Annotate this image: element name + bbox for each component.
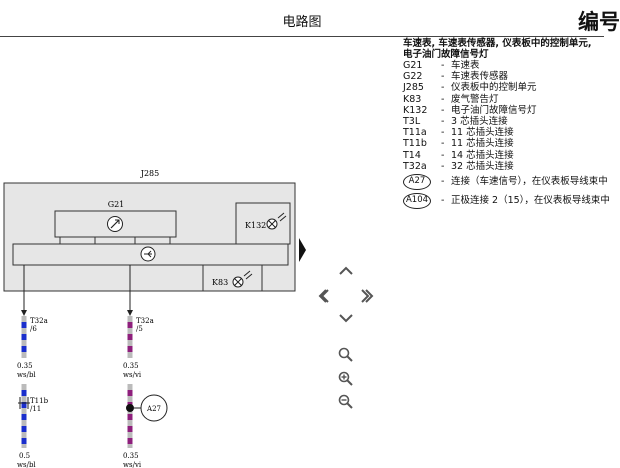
legend-code: T14 xyxy=(403,149,421,161)
legend-desc: 11 芯插头连接 xyxy=(451,138,514,150)
legend-desc: 电子油门故障信号灯 xyxy=(451,104,537,116)
legend-title-2: 电子油门故障信号灯 xyxy=(403,49,489,60)
legend-sep: - xyxy=(441,138,445,150)
legend-code: K132 xyxy=(403,104,428,116)
splice-node xyxy=(126,404,134,412)
legend-desc: 车速表传感器 xyxy=(451,71,509,83)
connection-sep: - xyxy=(441,176,445,188)
legend-item: T3L -3 芯插头连接 xyxy=(403,116,610,127)
plug-number: /11 xyxy=(30,405,41,413)
legend-sep: - xyxy=(441,116,445,128)
legend-sep: - xyxy=(441,82,445,94)
legend-sep: - xyxy=(441,149,445,161)
legend-desc: 废气警告灯 xyxy=(451,93,499,105)
pin1-number: /6 xyxy=(30,325,37,333)
legend-item: G21 -车速表 xyxy=(403,60,610,71)
label-j285: J285 xyxy=(140,169,159,178)
pan-down-icon[interactable] xyxy=(339,314,353,323)
label-k132: K132 xyxy=(245,221,266,230)
lamp-k83-box[interactable] xyxy=(202,264,263,292)
legend-sep: - xyxy=(441,104,445,116)
legend-item: T32a -32 芯插头连接 xyxy=(403,161,610,172)
pin2-number: /5 xyxy=(136,325,143,333)
legend-item: T11b -11 芯插头连接 xyxy=(403,138,610,149)
legend: 车速表, 车速表传感器, 仪表板中的控制单元, 电子油门故障信号灯 G21-车速… xyxy=(403,38,610,210)
legend-item: G22 -车速表传感器 xyxy=(403,71,610,82)
legend-code: K83 xyxy=(403,93,422,105)
pan-up-icon[interactable] xyxy=(339,266,353,275)
legend-sep: - xyxy=(441,60,445,72)
zoom-in-icon[interactable] xyxy=(338,371,350,383)
page-title: 电路图 xyxy=(282,15,322,30)
label-g21: G21 xyxy=(108,200,125,209)
connection-sep: - xyxy=(441,195,445,207)
legend-desc: 3 芯插头连接 xyxy=(451,116,508,128)
legend-sep: - xyxy=(441,71,445,83)
plug-connector: T11b xyxy=(30,397,49,405)
connection-badge: A27 xyxy=(403,173,431,190)
legend-sep: - xyxy=(441,93,445,105)
legend-item: T14 -14 芯插头连接 xyxy=(403,150,610,161)
legend-desc: 32 芯插头连接 xyxy=(451,160,514,172)
gauge-needle-icon xyxy=(110,219,120,229)
wire4-size: 0.35 xyxy=(123,452,139,460)
legend-code: G21 xyxy=(403,60,423,72)
legend-connection: A27 - 连接（车速信号），在仪表板导线束中 xyxy=(403,173,610,191)
legend-code: T3L xyxy=(403,116,421,128)
wire1-color: ws/bl xyxy=(17,371,36,379)
pin1-connector: T32a xyxy=(30,317,48,325)
lamp-k132-box[interactable] xyxy=(235,202,291,245)
legend-desc: 仪表板中的控制单元 xyxy=(451,82,537,94)
legend-desc: 11 芯插头连接 xyxy=(451,127,514,139)
svg-text:A27: A27 xyxy=(146,405,161,413)
wire3-color: ws/bl xyxy=(17,461,36,468)
connection-desc: 连接（车速信号），在仪表板导线束中 xyxy=(451,176,608,188)
viewer-controls xyxy=(320,266,374,409)
legend-item: K132 -电子油门故障信号灯 xyxy=(403,105,610,116)
wire4-color: ws/vi xyxy=(123,461,142,468)
header-divider xyxy=(0,36,604,37)
pin2-connector: T32a xyxy=(136,317,154,325)
legend-code: T11b xyxy=(403,138,427,150)
connection-badge: A104 xyxy=(403,192,431,209)
zoom-fit-icon[interactable] xyxy=(338,347,350,359)
legend-desc: 14 芯插头连接 xyxy=(451,149,514,161)
continuation-arrow-icon[interactable] xyxy=(299,238,306,262)
legend-desc: 车速表 xyxy=(451,60,480,72)
legend-sep: - xyxy=(441,160,445,172)
legend-connection: A104 - 正极连接 2（15），在仪表板导线束中 xyxy=(403,192,610,210)
wiring-diagram: J285 G21 K132 K83 T32a /6 0.35 ws/bl T11… xyxy=(3,169,306,468)
wire1-size: 0.35 xyxy=(17,362,33,370)
legend-item: J285 -仪表板中的控制单元 xyxy=(403,82,610,93)
label-k83: K83 xyxy=(212,278,228,287)
legend-item: K83 -废气警告灯 xyxy=(403,94,610,105)
connection-desc: 正极连接 2（15），在仪表板导线束中 xyxy=(451,195,610,207)
legend-code: G22 xyxy=(403,71,423,83)
legend-code: J285 xyxy=(403,82,424,94)
zoom-out-icon[interactable] xyxy=(338,394,350,406)
legend-item: T11a -11 芯插头连接 xyxy=(403,127,610,138)
legend-sep: - xyxy=(441,127,445,139)
legend-title-1: 车速表, 车速表传感器, 仪表板中的控制单元, xyxy=(403,38,592,49)
connection-a27[interactable] xyxy=(140,394,168,422)
wire2-color: ws/vi xyxy=(123,371,142,379)
wire2-size: 0.35 xyxy=(123,362,139,370)
wire3-size: 0.5 xyxy=(19,452,30,460)
page-number: 编号 xyxy=(578,10,620,34)
pan-right-icon[interactable] xyxy=(358,286,372,306)
pan-left-icon[interactable] xyxy=(316,286,330,306)
legend-code: T32a xyxy=(403,160,427,172)
legend-code: T11a xyxy=(403,127,427,139)
